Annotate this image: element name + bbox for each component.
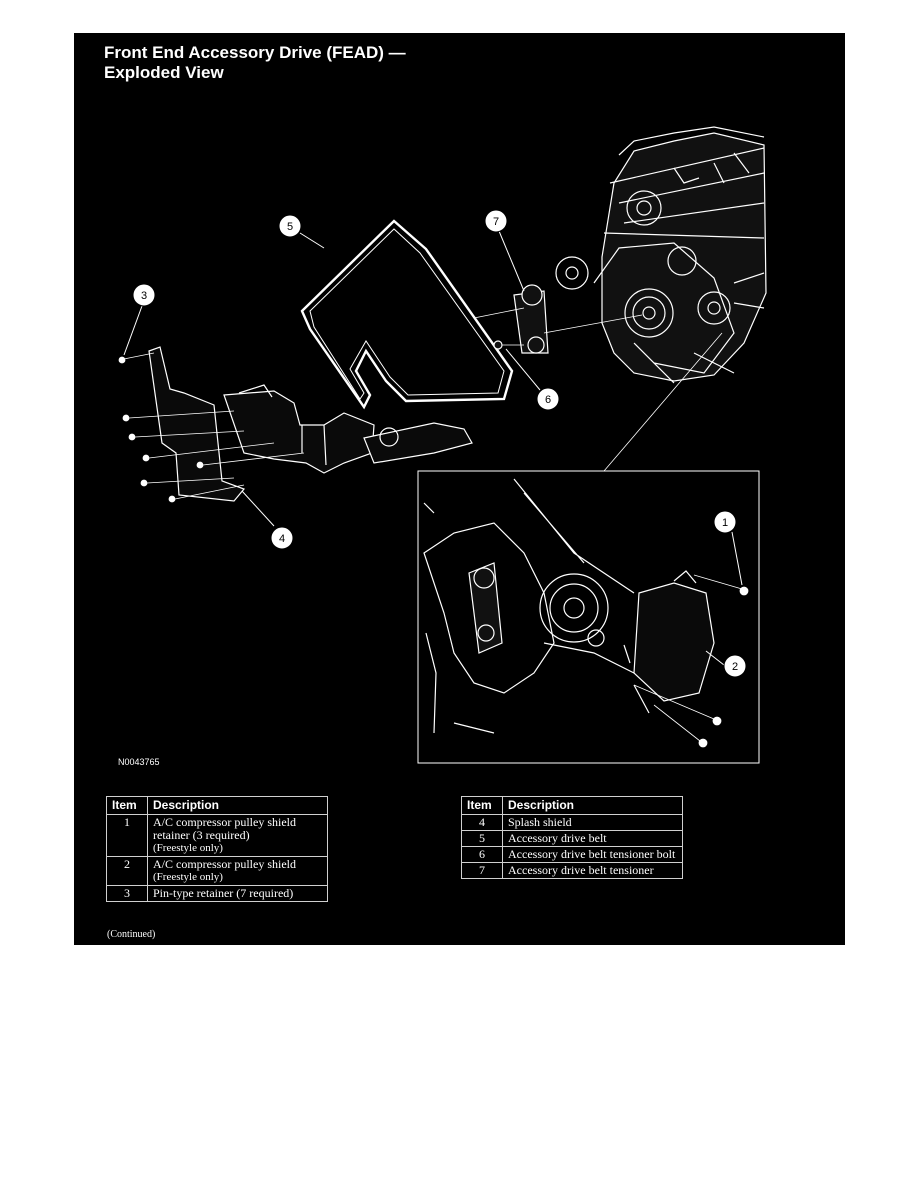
table-row: 1 A/C compressor pulley shield retainer …	[106, 814, 328, 857]
item-description: A/C compressor pulley shield retainer (3…	[147, 814, 328, 857]
title-line-1: Front End Accessory Drive (FEAD) —	[104, 43, 406, 62]
item-description: Accessory drive belt tensioner bolt	[502, 846, 683, 863]
callout-1: 1	[713, 510, 743, 586]
callout-5: 5	[278, 214, 325, 249]
callout-6: 6	[505, 348, 560, 411]
callout-2: 2	[705, 650, 747, 678]
parts-table-left: Item Description 1 A/C compressor pulley…	[106, 796, 328, 902]
item-number: 1	[106, 814, 148, 857]
description-text: A/C compressor pulley shield retainer (3…	[153, 815, 296, 842]
item-number: 2	[106, 856, 148, 886]
parts-table-right: Item Description 4 Splash shield 5 Acces…	[461, 796, 683, 879]
description-note: (Freestyle only)	[153, 871, 223, 883]
callout-5-label: 5	[287, 221, 293, 233]
item-description: Splash shield	[502, 814, 683, 831]
item-number: 5	[461, 830, 503, 847]
title-line-2: Exploded View	[104, 63, 224, 82]
table-header-row: Item Description	[106, 796, 328, 815]
callout-7-label: 7	[493, 216, 499, 228]
header-item: Item	[461, 796, 503, 815]
item-number: 3	[106, 885, 148, 902]
assembly-leader-lines	[473, 307, 723, 472]
splash-shield-illustration	[148, 346, 473, 502]
exploded-view-illustration: 5 7 3 6 4 1 2	[118, 126, 767, 764]
header-item: Item	[106, 796, 148, 815]
item-description: Accessory drive belt	[502, 830, 683, 847]
table-row: 3 Pin-type retainer (7 required)	[106, 885, 328, 902]
continued-note: (Continued)	[107, 929, 156, 940]
header-description: Description	[502, 796, 683, 815]
item-description: A/C compressor pulley shield (Freestyle …	[147, 856, 328, 886]
description-text: A/C compressor pulley shield	[153, 857, 296, 871]
table-row: 7 Accessory drive belt tensioner	[461, 862, 683, 879]
callout-1-label: 1	[722, 517, 728, 529]
item-number: 7	[461, 862, 503, 879]
item-description: Accessory drive belt tensioner	[502, 862, 683, 879]
figure-code: N0043765	[118, 757, 160, 767]
header-description: Description	[147, 796, 328, 815]
callout-6-label: 6	[545, 394, 551, 406]
figure-panel: Front End Accessory Drive (FEAD) — Explo…	[74, 33, 845, 945]
callout-4: 4	[241, 490, 294, 550]
item-description: Pin-type retainer (7 required)	[147, 885, 328, 902]
callout-7: 7	[484, 209, 525, 292]
table-row: 4 Splash shield	[461, 814, 683, 831]
table-row: 6 Accessory drive belt tensioner bolt	[461, 846, 683, 863]
callout-2-label: 2	[732, 661, 738, 673]
tensioner-illustration	[493, 284, 549, 354]
engine-illustration	[555, 126, 767, 384]
page-title: Front End Accessory Drive (FEAD) — Explo…	[104, 43, 406, 83]
callout-4-label: 4	[279, 533, 285, 545]
pin-retainers	[118, 352, 305, 503]
detail-inset	[417, 470, 760, 764]
callout-3: 3	[123, 283, 156, 356]
table-header-row: Item Description	[461, 796, 683, 815]
table-row: 5 Accessory drive belt	[461, 830, 683, 847]
callout-3-label: 3	[141, 290, 147, 302]
item-number: 6	[461, 846, 503, 863]
description-note: (Freestyle only)	[153, 842, 223, 854]
item-number: 4	[461, 814, 503, 831]
table-row: 2 A/C compressor pulley shield (Freestyl…	[106, 856, 328, 886]
accessory-drive-belt	[300, 219, 514, 410]
